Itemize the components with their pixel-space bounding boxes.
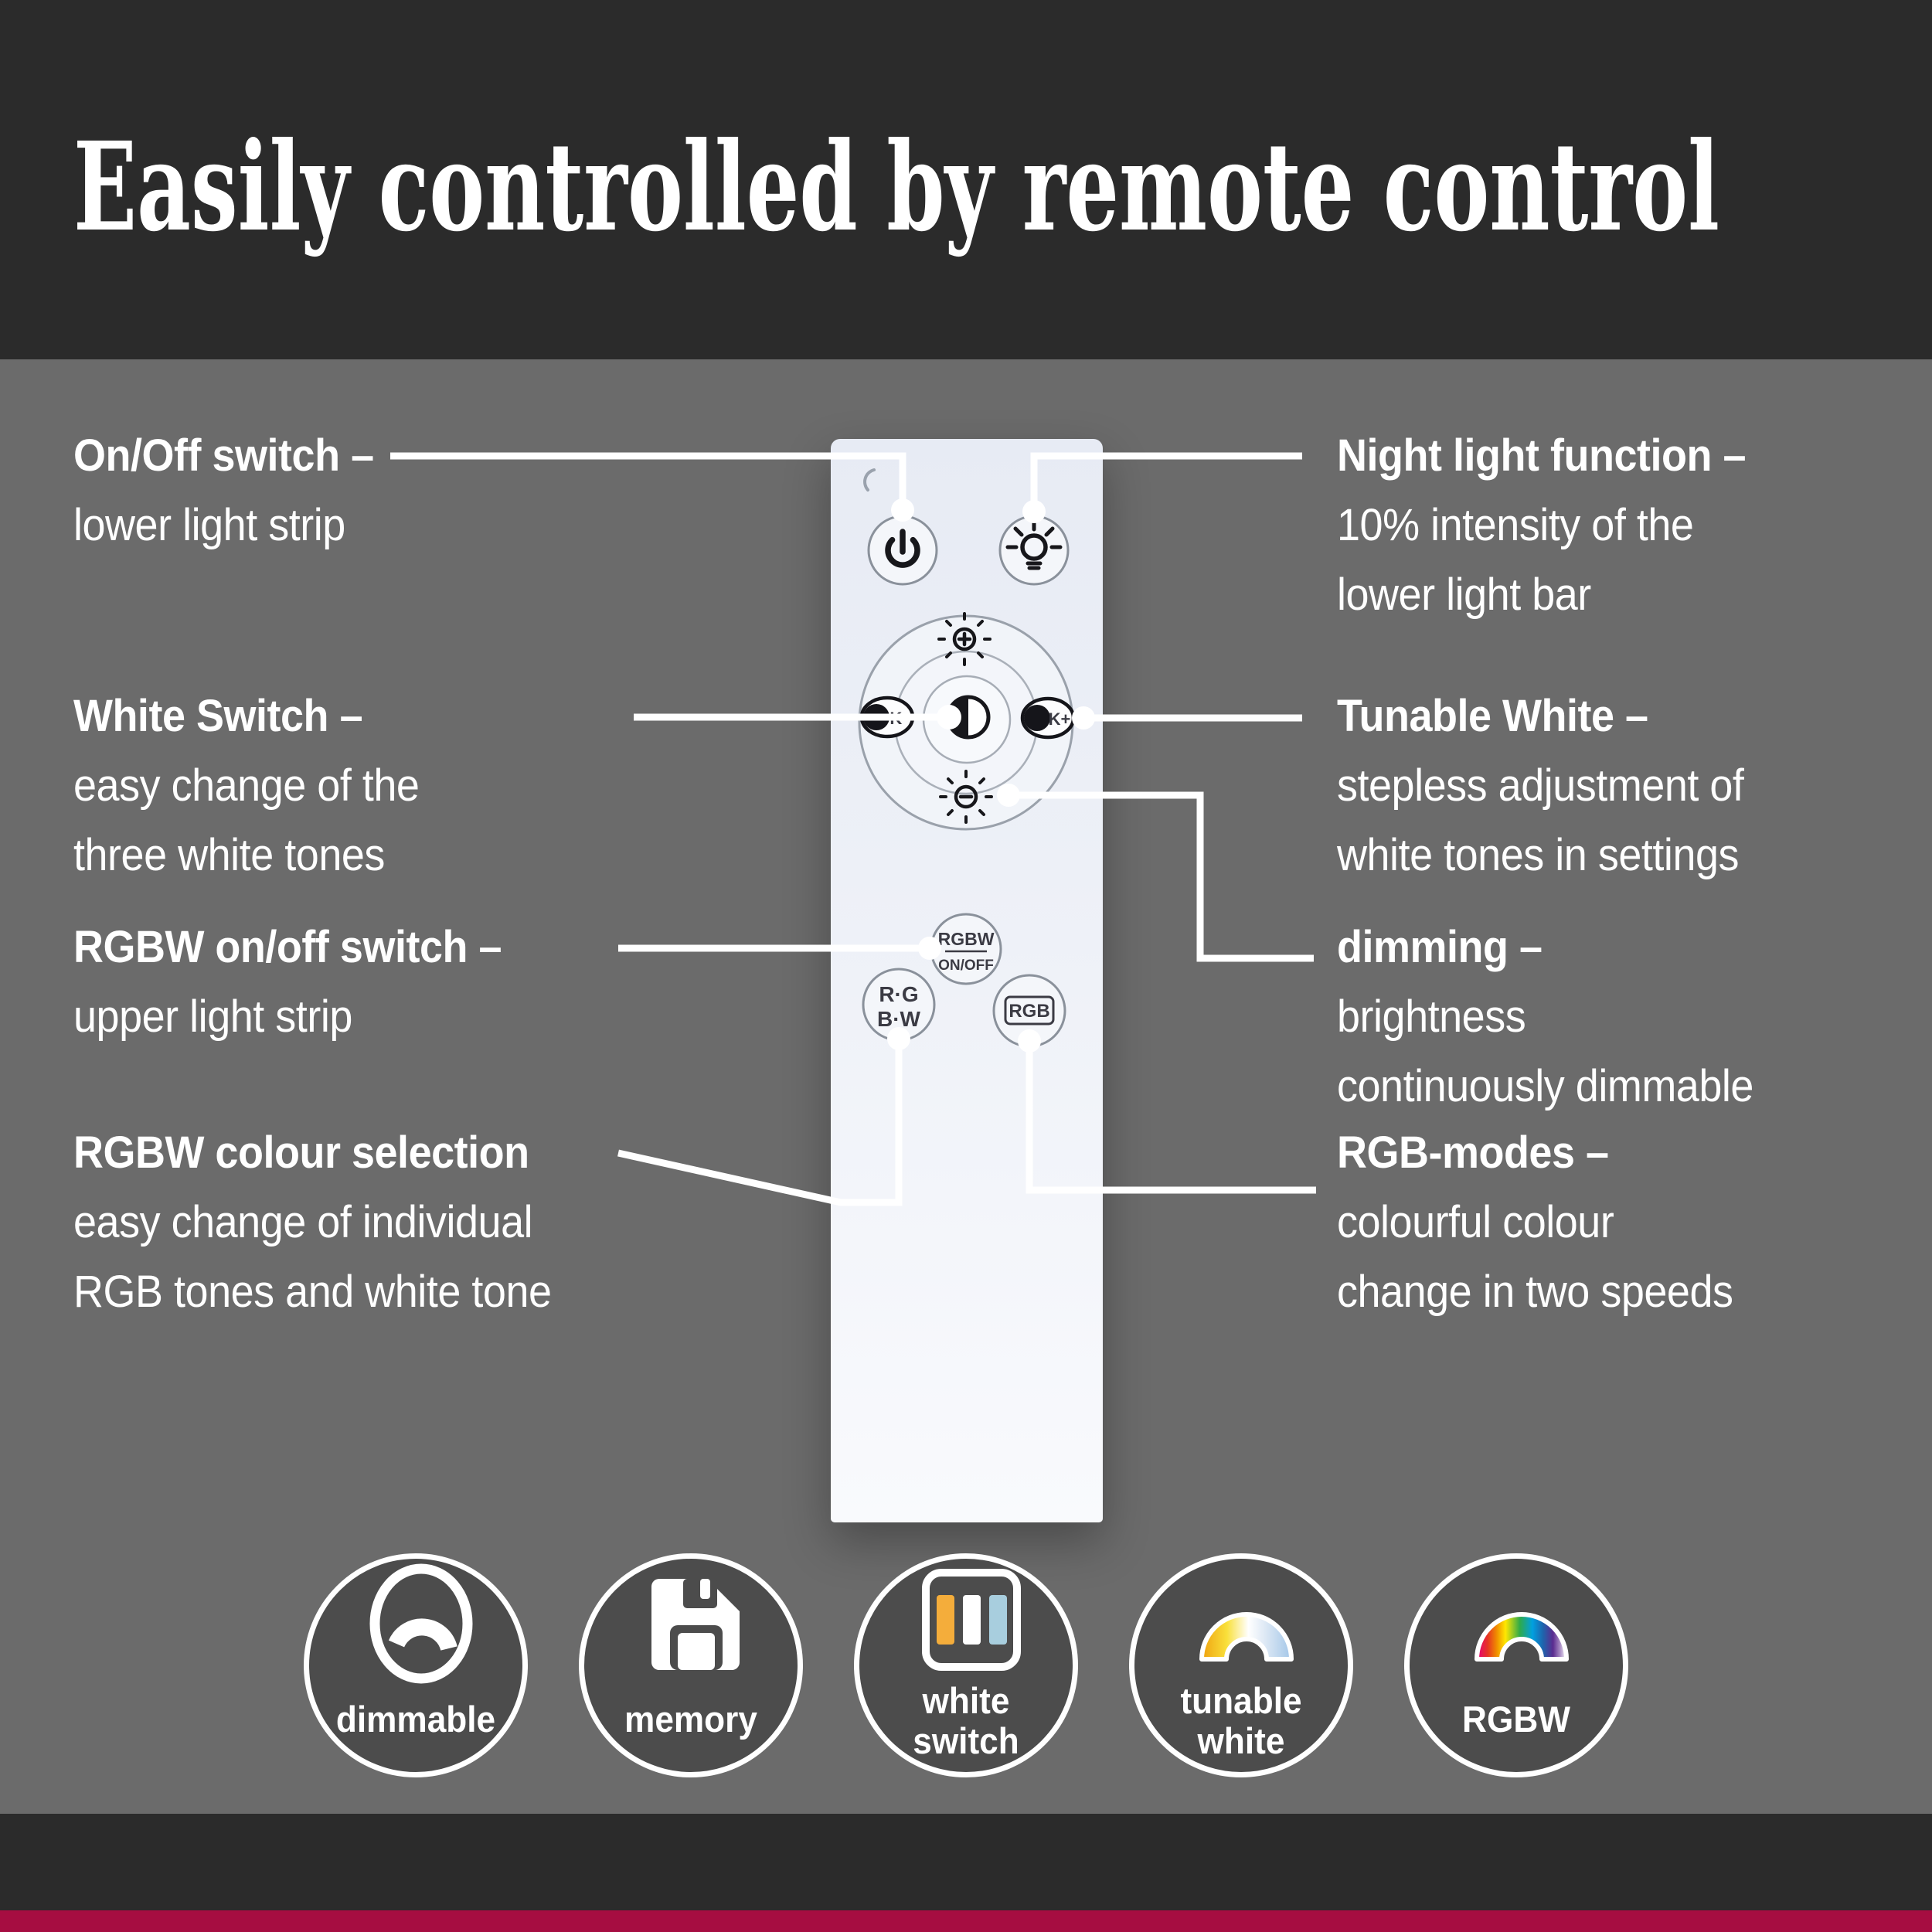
white-switch-icon <box>922 1569 1021 1671</box>
label-heading: RGBW on/off switch – <box>73 922 502 972</box>
brightness-up-icon <box>937 612 992 666</box>
label-heading: On/Off switch – <box>73 430 374 481</box>
badge-label: tunable <box>1180 1680 1302 1721</box>
badge-label: RGBW <box>1462 1699 1570 1740</box>
badge-dimmable: dimmable <box>304 1553 528 1777</box>
label-heading: Tunable White – <box>1337 691 1648 741</box>
label-line: lower light bar <box>1337 570 1591 620</box>
rgb-modes-label: RGB <box>1009 1001 1049 1022</box>
floppy-disk-icon <box>651 1579 740 1670</box>
label-line: continuously dimmable <box>1337 1061 1753 1111</box>
label-heading: White Switch – <box>73 691 363 741</box>
label-line: white tones in settings <box>1337 830 1740 880</box>
label-line: upper light strip <box>73 992 352 1042</box>
remote-control: K- K+ RGBW ON/OFF R·G B·W <box>831 439 1103 1522</box>
page-title-svg: Easily controlled by remote control <box>73 116 1719 259</box>
label-line: 10% intensity of the <box>1337 500 1694 550</box>
footer-band <box>0 1814 1932 1910</box>
rgbw-colour-label-top: R·G <box>879 982 918 1006</box>
callout-dimming: dimming – brightness continuously dimmab… <box>1337 913 1753 1121</box>
callout-whiteswitch: White Switch – easy change of the three … <box>73 682 420 890</box>
label-heading: Night light function – <box>1337 430 1747 481</box>
badge-label-2: switch <box>913 1720 1019 1761</box>
label-line: lower light strip <box>73 500 345 550</box>
kelvin-minus-button: K- <box>859 696 915 739</box>
badge-rgbw: RGBW <box>1404 1553 1628 1777</box>
label-heading: RGBW colour selection <box>73 1128 529 1178</box>
brightness-down-icon <box>939 770 993 824</box>
badge-tunable-white: tunable white <box>1129 1553 1353 1777</box>
page-title: Easily controlled by remote control <box>73 116 1719 259</box>
night-light-icon <box>1005 519 1063 570</box>
badge-label-2: white <box>1197 1720 1285 1761</box>
label-line: easy change of the <box>73 760 420 811</box>
rgbw-colour-button: R·G B·W <box>862 968 936 1042</box>
contrast-icon <box>946 695 991 740</box>
label-heading: RGB-modes – <box>1337 1128 1609 1178</box>
label-line: brightness <box>1337 992 1526 1042</box>
kelvin-plus-button: K+ <box>1020 696 1076 740</box>
dimmer-knob-icon <box>369 1563 473 1684</box>
label-line: stepless adjustment of <box>1337 760 1744 811</box>
header-band: Easily controlled by remote control <box>0 0 1932 359</box>
tunable-white-arch-icon <box>1199 1612 1294 1662</box>
kelvin-minus-label: K- <box>889 709 907 728</box>
rgbw-onoff-button: RGBW ON/OFF <box>930 913 1002 985</box>
callout-rgb-modes: RGB-modes – colourful colour change in t… <box>1337 1118 1733 1327</box>
callout-nightlight: Night light function – 10% intensity of … <box>1337 421 1747 630</box>
label-line: easy change of individual <box>73 1197 533 1247</box>
rgbw-colour-label-bottom: B·W <box>877 1007 921 1031</box>
kelvin-plus-label: K+ <box>1049 709 1071 729</box>
rgbw-onoff-label-top: RGBW <box>938 929 995 949</box>
label-heading: dimming – <box>1337 922 1543 972</box>
callout-onoff: On/Off switch – lower light strip <box>73 421 374 560</box>
badge-label: white <box>922 1680 1010 1721</box>
led-indicator-arc <box>863 468 876 492</box>
callout-tunablewhite: Tunable White – stepless adjustment of w… <box>1337 682 1744 890</box>
rgbw-onoff-label-bottom: ON/OFF <box>938 957 994 974</box>
badge-white-switch: white switch <box>854 1553 1078 1777</box>
label-line: colourful colour <box>1337 1197 1614 1247</box>
rgbw-rainbow-arch-icon <box>1475 1612 1569 1662</box>
callout-rgbw-colour: RGBW colour selection easy change of ind… <box>73 1118 552 1327</box>
label-line: change in two speeds <box>1337 1267 1733 1317</box>
accent-stripe <box>0 1910 1932 1932</box>
badge-label: dimmable <box>335 1699 496 1740</box>
rgb-modes-button: RGB <box>992 974 1066 1048</box>
power-icon <box>885 529 920 568</box>
connector-onoff <box>390 452 906 506</box>
label-line: RGB tones and white tone <box>73 1267 552 1317</box>
label-line: three white tones <box>73 830 385 880</box>
callout-rgbw-onoff: RGBW on/off switch – upper light strip <box>73 913 502 1052</box>
badge-memory: memory <box>579 1553 803 1777</box>
badge-label: memory <box>624 1699 757 1740</box>
